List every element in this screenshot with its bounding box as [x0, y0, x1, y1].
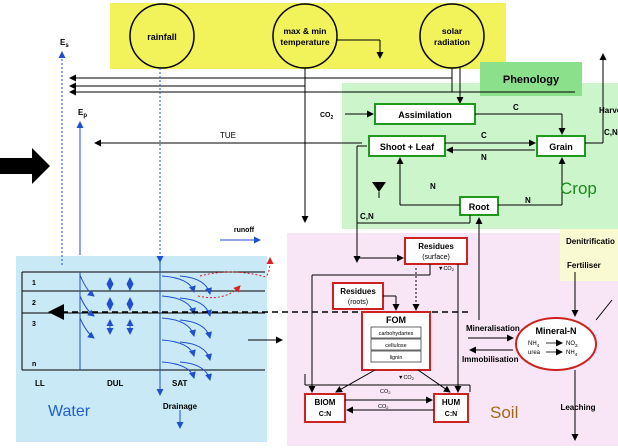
lateral-red-path — [197, 285, 241, 299]
harvest-label: Harvest — [599, 106, 618, 115]
sink-triangle-icon — [372, 182, 386, 192]
dul-label: DUL — [107, 379, 124, 388]
crop-zone-label: Crop — [560, 179, 597, 198]
layer-n-label: n — [32, 361, 36, 368]
fertiliser-label: Fertiliser — [567, 261, 601, 270]
fom-lignin: lignin — [390, 355, 403, 361]
nh4-label: NH4 — [528, 341, 540, 348]
residues-surface-sub: (surface) — [422, 254, 450, 261]
crop-flow-arrows — [345, 53, 607, 320]
root-label: Root — [469, 202, 490, 212]
nh4-product-label: NH4 — [566, 350, 578, 357]
grain-box — [536, 135, 586, 157]
residues-roots-sub: (roots) — [348, 299, 368, 306]
n-label-2: N — [430, 182, 436, 191]
co2-surface-label: ▼CO2 — [438, 266, 455, 272]
grain-label: Grain — [549, 142, 573, 152]
fom-carbohydrates: carbohydartes — [379, 331, 414, 337]
shoot-leaf-box — [368, 135, 446, 157]
solar-label-line2: radiation — [434, 37, 470, 47]
assimilation-label: Assimilation — [398, 110, 452, 120]
layer-2-label: 2 — [32, 300, 36, 307]
fom-cellulose: cellulose — [385, 343, 406, 349]
runoff-red-path — [199, 257, 274, 278]
temperature-node: max & min temperature — [272, 3, 338, 69]
co2-biom-label: CO2 — [380, 389, 391, 395]
solar-label-line1: solar — [442, 26, 463, 36]
sat-label: SAT — [172, 379, 188, 388]
urea-label: urea — [528, 350, 541, 356]
fom-lignin-cell — [370, 350, 422, 363]
layer-3-label: 3 — [32, 321, 36, 328]
solar-radiation-node: solar radiation — [419, 3, 485, 69]
residues-roots-box — [332, 282, 384, 310]
fertiliser-panel — [560, 229, 618, 281]
water-panel — [16, 256, 267, 442]
es-label: Es — [60, 38, 69, 49]
co2-label: CO2 — [320, 112, 334, 121]
ep-label: Ep — [78, 108, 87, 119]
fom-carbohydrates-cell — [370, 326, 422, 339]
big-black-arrow — [0, 148, 50, 184]
ll-label: LL — [35, 379, 45, 388]
mineralisation-label: Mineralisation — [466, 324, 520, 333]
layer-1-label: 1 — [32, 280, 36, 287]
phenology-label: Phenology — [503, 74, 560, 86]
biom-box — [304, 393, 346, 423]
leaching-label: Leaching — [560, 403, 595, 412]
no3-label: NO3 — [566, 341, 578, 348]
root-water-uptake — [79, 262, 212, 429]
soil-zone-label: Soil — [490, 403, 518, 422]
uptake-arrowhead-icon — [48, 304, 64, 320]
hum-title: HUM — [442, 398, 461, 407]
residues-roots-title: Residues — [340, 287, 376, 296]
water-zone-label: Water — [48, 403, 91, 420]
cn-label-1: C,N — [360, 212, 374, 221]
hum-box — [433, 393, 469, 423]
biom-title: BIOM — [315, 398, 336, 407]
root-box — [459, 196, 499, 216]
drainage-label: Drainage — [163, 402, 198, 411]
c-label-1: C — [513, 103, 519, 112]
co2-fom-label: ▼CO2 — [398, 375, 415, 381]
cn-label-2: C,N — [604, 128, 618, 137]
temperature-label-line1: max & min — [284, 26, 327, 36]
residues-surface-box — [404, 237, 468, 265]
tue-label: TUE — [220, 131, 236, 140]
residues-surface-title: Residues — [418, 242, 454, 251]
driver-connectors — [69, 39, 575, 223]
n-label-3: N — [525, 196, 531, 205]
biom-cn: C:N — [319, 411, 331, 418]
shoot-leaf-label: Shoot + Leaf — [380, 142, 435, 152]
n-label-1: N — [481, 153, 487, 162]
co2-hum-label: CO2 — [378, 404, 389, 410]
fom-cellulose-cell — [370, 338, 422, 351]
rainfall-node: rainfall — [129, 3, 195, 69]
denitrification-label: Denitrificatio — [566, 237, 615, 246]
temperature-label-line2: temperature — [280, 37, 329, 47]
fom-title: FOM — [386, 315, 406, 325]
immobilisation-label: Immobilisation — [462, 355, 519, 364]
hum-cn: C:N — [445, 411, 457, 418]
runoff-label: runoff — [234, 227, 255, 234]
c-label-2: C — [481, 131, 487, 140]
mineral-n-title: Mineral-N — [535, 326, 576, 336]
rainfall-label: rainfall — [147, 32, 177, 42]
soil-flow-arrows — [304, 264, 613, 441]
phenology-box — [480, 62, 582, 96]
